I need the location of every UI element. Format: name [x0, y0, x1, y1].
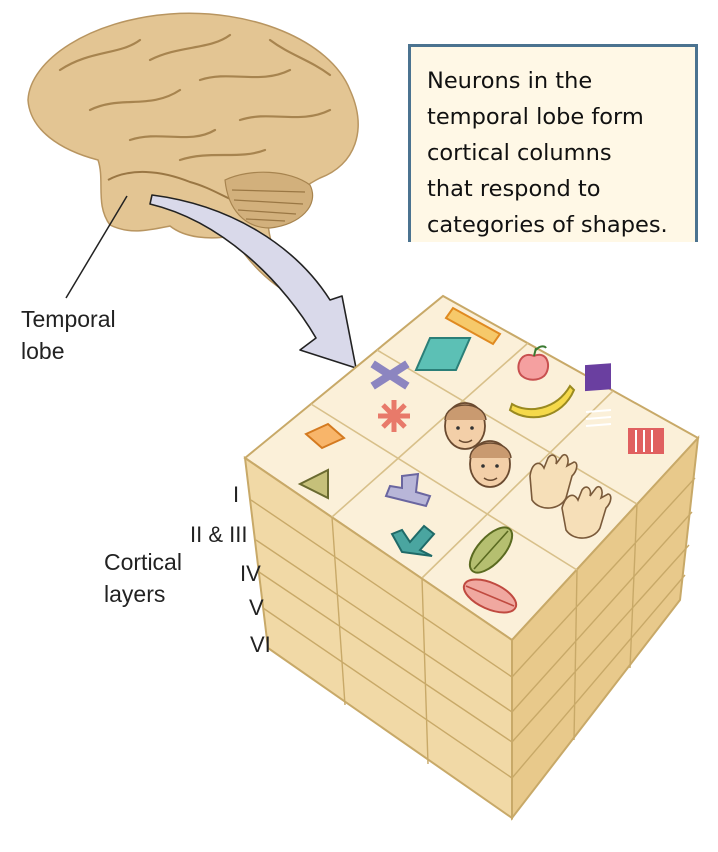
apple-icon — [517, 345, 550, 381]
caption-line-4: that respond to — [427, 176, 601, 202]
curved-arrow-icon — [149, 194, 357, 369]
layer-label-iv: IV — [240, 561, 261, 586]
temporal-lobe-label: Temporal lobe — [21, 303, 116, 367]
cortical-layers-label: Cortical layers — [104, 546, 182, 610]
leaf-ellipse-icon — [468, 526, 514, 574]
parallelogram-icon — [414, 337, 472, 371]
cortical-layers-label-line-1: Cortical — [104, 549, 182, 575]
caption-line-1: Neurons in the — [427, 68, 593, 94]
caption-callout: Neurons in the temporal lobe form cortic… — [408, 44, 698, 242]
cross-icon — [370, 360, 410, 390]
caption-text: Neurons in the temporal lobe form cortic… — [427, 63, 681, 243]
temporal-lobe-label-line-1: Temporal — [21, 306, 116, 332]
temporal-lobe-label-line-2: lobe — [21, 338, 65, 364]
brain-illustration — [27, 12, 359, 301]
layer-label-vi: VI — [250, 632, 271, 657]
inverted-t-icon — [384, 472, 432, 508]
banana-icon — [508, 384, 576, 419]
striped-squares-icon — [585, 363, 664, 454]
asterisk-icon — [378, 400, 410, 432]
hands-icon — [529, 453, 612, 539]
diamond-icon — [304, 422, 346, 450]
long-bar-icon — [444, 306, 502, 346]
caption-line-5: categories of shapes. — [427, 212, 668, 238]
layer-label-i: I — [233, 482, 240, 507]
face-icon — [444, 402, 512, 488]
temporal-lobe-pointer — [65, 195, 128, 299]
layer-label-ii-iii: II & III — [190, 522, 248, 547]
arrow-icon — [390, 524, 436, 557]
cortical-layers-label-line-2: layers — [104, 581, 166, 607]
layer-label-v: V — [249, 595, 264, 620]
triangle-icon — [297, 468, 329, 500]
red-ellipse-icon — [462, 578, 518, 614]
caption-line-3: cortical columns — [427, 140, 612, 166]
caption-line-2: temporal lobe form — [427, 104, 644, 130]
